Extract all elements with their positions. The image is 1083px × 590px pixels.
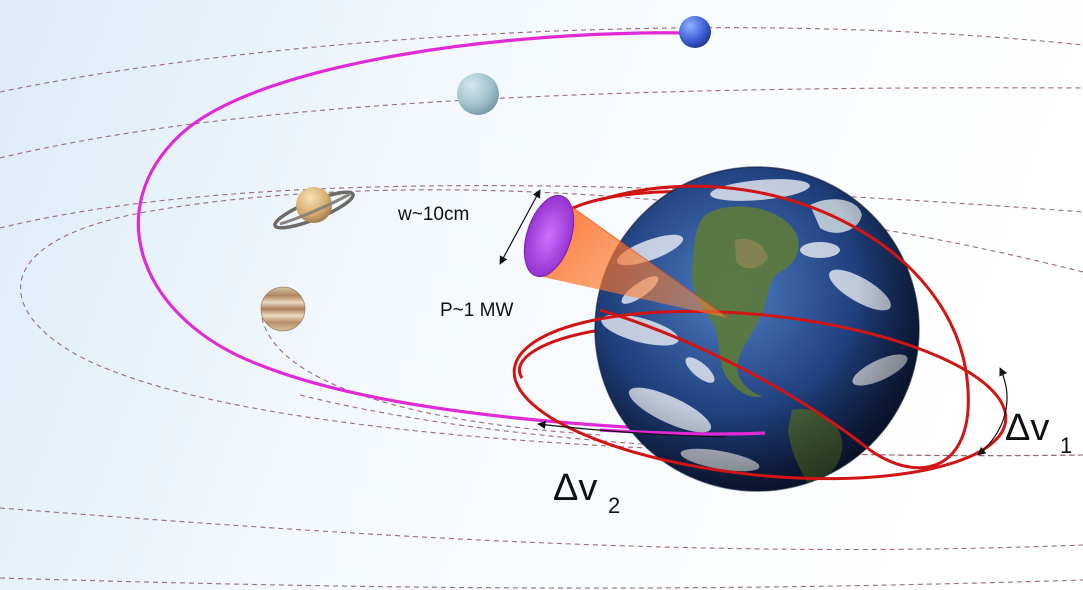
orbit-inner-a bbox=[299, 394, 1083, 457]
power-label: P~1 MW bbox=[440, 300, 513, 321]
delta-v1-arrow bbox=[977, 367, 1008, 456]
planet-orbits bbox=[0, 27, 1083, 589]
aperture-width-arrow bbox=[499, 189, 541, 265]
neptune-icon bbox=[679, 16, 711, 48]
transfer-orbit bbox=[136, 31, 731, 434]
delta-v2-arrow bbox=[537, 420, 726, 438]
transfer-orbit-front bbox=[599, 428, 766, 436]
delta-v2-subscript: 2 bbox=[608, 493, 620, 518]
jupiter-icon bbox=[260, 286, 306, 332]
earth-icon bbox=[594, 166, 920, 492]
orbit-jupiter bbox=[20, 189, 1083, 457]
delta-v1-symbol: Δv bbox=[1005, 407, 1049, 449]
delta-v2-symbol: Δv bbox=[553, 467, 597, 509]
delta-v1-subscript: 1 bbox=[1060, 433, 1072, 458]
delta-v2-label: Δv 2 bbox=[553, 467, 620, 518]
orbit-inner-c bbox=[0, 577, 1083, 589]
laser-beam bbox=[543, 194, 729, 319]
orbit-mars bbox=[261, 317, 601, 436]
uranus-icon bbox=[457, 73, 499, 115]
orbit-outer-2 bbox=[0, 87, 1083, 159]
saturn-icon bbox=[273, 187, 355, 230]
orbit-saturn bbox=[0, 185, 1083, 229]
aperture-label: w~10cm bbox=[397, 204, 469, 225]
orbit-outer-1 bbox=[0, 27, 1083, 93]
orbit-inner-b bbox=[0, 507, 1083, 551]
delta-v1-label: Δv 1 bbox=[1005, 407, 1072, 458]
